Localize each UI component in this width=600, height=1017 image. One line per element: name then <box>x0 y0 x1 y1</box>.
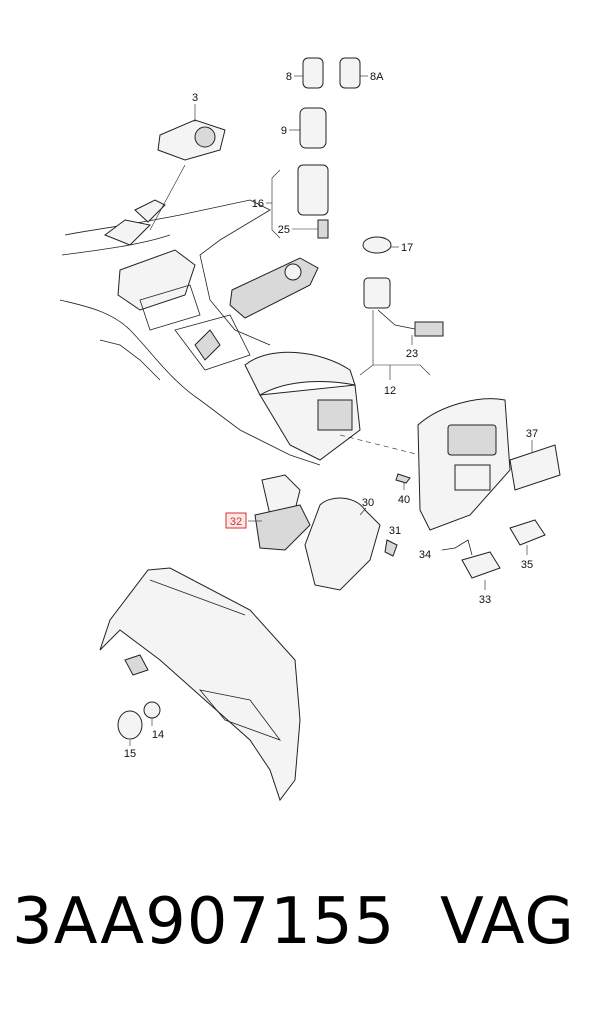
part-25-clip <box>292 219 329 239</box>
callout-14: 14 <box>152 729 164 741</box>
part-30-bracket <box>304 497 381 591</box>
parts-diagram: 3 8 8A 9 16 25 17 23 12 37 40 30 32 31 3… <box>59 57 561 802</box>
callout-8a: 8A <box>370 71 384 83</box>
callout-23: 23 <box>406 348 418 360</box>
rear-trim-panel <box>99 567 301 802</box>
part-12-bracket <box>359 310 431 380</box>
part-31-screw <box>384 539 398 557</box>
part-23-harness <box>363 277 444 345</box>
callout-17: 17 <box>401 242 413 254</box>
part-8a-plug <box>339 57 368 89</box>
callout-40: 40 <box>398 494 410 506</box>
part-33-socket <box>461 551 501 590</box>
callout-9: 9 <box>281 125 287 137</box>
part-8-plug <box>294 57 324 89</box>
radio-unit <box>117 249 196 311</box>
console-rear-vents <box>317 399 353 431</box>
callout-30: 30 <box>362 497 374 509</box>
part-16-socket-housing <box>266 164 329 239</box>
part-35-connector <box>509 519 546 555</box>
brand-label: VAG <box>440 885 575 959</box>
callout-12: 12 <box>384 385 396 397</box>
callout-34: 34 <box>419 549 431 561</box>
air-vent-left <box>103 219 152 246</box>
part-37-switch-panel <box>509 440 561 491</box>
part-40-screw <box>395 473 411 490</box>
callout-31: 31 <box>389 525 401 537</box>
part-number: 3AA907155 <box>12 885 396 959</box>
lighter-tray <box>229 257 319 319</box>
part-3-switch <box>149 104 226 231</box>
centre-console <box>244 351 421 461</box>
callout-16: 16 <box>252 198 264 210</box>
callout-8: 8 <box>286 71 292 83</box>
part-34-wire <box>441 539 473 556</box>
callout-35: 35 <box>521 559 533 571</box>
callout-25: 25 <box>278 224 290 236</box>
dashboard-outline <box>59 199 321 466</box>
part-9-socket <box>289 107 327 149</box>
rear-console-panel <box>417 398 511 531</box>
air-vent-right <box>134 199 166 223</box>
callout-15: 15 <box>124 748 136 760</box>
callout-32-highlight: 32 <box>225 512 247 529</box>
callout-33: 33 <box>479 594 491 606</box>
callout-32: 32 <box>230 516 242 528</box>
part-32-usb-socket <box>248 474 311 551</box>
part-17-ring <box>362 236 399 254</box>
part-14-clip <box>143 701 161 726</box>
callout-3: 3 <box>192 92 198 104</box>
caption: 3AA907155 VAG <box>0 885 600 995</box>
part-15-cap <box>117 710 143 746</box>
callout-37: 37 <box>526 428 538 440</box>
gear-shifter <box>194 329 221 361</box>
